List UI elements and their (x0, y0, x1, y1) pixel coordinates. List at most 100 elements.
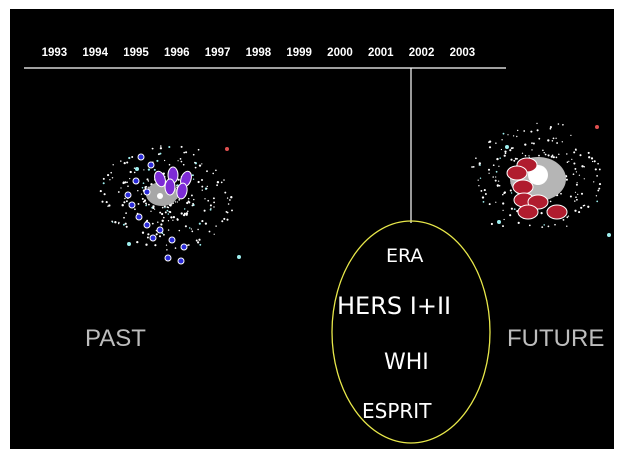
star-dot (580, 192, 584, 195)
star-dot (124, 181, 127, 184)
year-label: 1997 (204, 47, 231, 59)
future-label: FUTURE (507, 325, 605, 352)
star-dot (209, 208, 212, 211)
star-dot (111, 177, 114, 179)
star-dot (193, 198, 195, 201)
star-dot (587, 151, 590, 154)
star-dot (538, 154, 540, 157)
star-dot (498, 165, 500, 167)
star-dot (547, 225, 550, 228)
star-dot (567, 215, 570, 217)
star-dot (549, 127, 552, 130)
star-dot (595, 195, 598, 197)
star-dot (176, 184, 179, 187)
star-dot (182, 163, 185, 166)
star-dot (137, 202, 140, 205)
star-dot (504, 152, 507, 155)
star-dot (185, 151, 188, 154)
star-dot (230, 196, 233, 199)
star-dot (123, 201, 126, 204)
blue-marker (143, 188, 151, 196)
star-dot (179, 158, 182, 160)
star-dot (517, 129, 519, 132)
star-dot (191, 204, 194, 207)
star-dot (593, 160, 596, 163)
star-dot (206, 185, 208, 188)
star-dot (125, 212, 127, 214)
star-dot (163, 216, 165, 219)
star-dot (538, 137, 541, 140)
blue-marker (143, 221, 151, 229)
star-dot (145, 243, 148, 246)
star-dot (597, 162, 599, 165)
star-dot (195, 239, 198, 242)
star-dot (552, 137, 555, 140)
star-dot (141, 197, 144, 200)
star-dot (153, 168, 156, 171)
star-dot (120, 187, 122, 189)
star-dot (593, 181, 595, 183)
star-dot (101, 200, 104, 203)
star-dot (167, 213, 170, 215)
star-dot (549, 126, 552, 129)
star-dot (532, 142, 535, 145)
year-label: 1993 (41, 47, 68, 59)
star-dot (111, 220, 113, 223)
star-dot (198, 238, 201, 241)
star-dot (549, 200, 552, 203)
star-dot (154, 244, 157, 247)
star-dot (490, 222, 493, 226)
star-dot (568, 160, 570, 162)
star-dot (122, 181, 125, 185)
red-marker (512, 179, 534, 195)
star-dot (566, 161, 569, 163)
star-dot (143, 169, 145, 171)
star-dot (183, 208, 186, 210)
star-dot (503, 192, 506, 195)
star-dot (544, 153, 547, 156)
survey-oval (331, 220, 491, 444)
star-dot (497, 180, 500, 182)
star-dot (573, 151, 576, 154)
star-dot (536, 122, 538, 125)
star-dot (131, 156, 134, 158)
star-dot (187, 210, 189, 212)
star-dot (105, 201, 108, 204)
star-dot (114, 221, 117, 224)
star-dot (594, 168, 597, 171)
star-dot (159, 211, 162, 214)
star-dot (134, 208, 136, 211)
star-dot (580, 206, 583, 209)
star-dot (575, 196, 577, 199)
star-dot (201, 179, 203, 181)
star-dot (598, 187, 601, 190)
star-dot (502, 132, 505, 135)
star-dot (597, 189, 600, 192)
star-dot (481, 196, 485, 199)
star-dot (107, 205, 109, 207)
star-dot (495, 170, 498, 173)
star-dot (133, 167, 136, 169)
highlight-star (127, 242, 131, 246)
star-dot (569, 195, 572, 198)
star-dot (166, 209, 169, 212)
star-dot (146, 219, 149, 222)
star-dot (203, 209, 206, 212)
star-dot (536, 129, 539, 132)
star-dot (524, 143, 527, 146)
purple-marker (164, 178, 176, 196)
star-dot (163, 159, 166, 162)
star-dot (174, 201, 177, 203)
star-dot (204, 198, 206, 200)
star-dot (231, 209, 233, 212)
star-dot (566, 216, 569, 219)
star-dot (229, 199, 231, 201)
star-dot (216, 181, 220, 184)
star-dot (108, 204, 111, 207)
star-dot (509, 189, 512, 192)
blue-marker (128, 201, 136, 209)
star-dot (180, 145, 183, 148)
blue-marker (124, 191, 132, 199)
star-dot (191, 174, 194, 177)
star-dot (499, 157, 501, 159)
